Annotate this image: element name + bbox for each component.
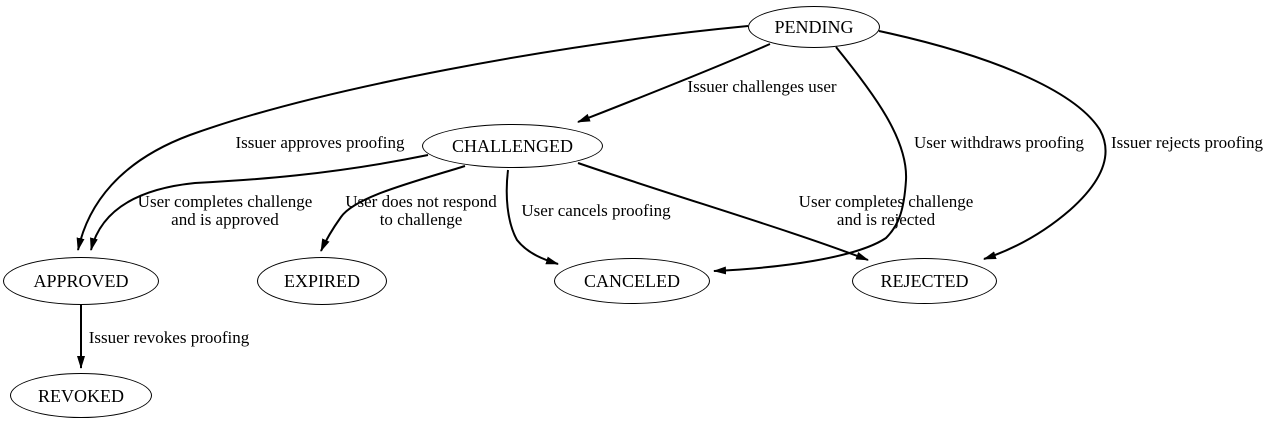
state-label: CANCELED (584, 271, 680, 291)
state-label: REJECTED (880, 271, 969, 291)
edge-label-pending-canceled: User withdraws proofing (914, 133, 1084, 152)
edge-pending-rejected (878, 30, 1107, 260)
state-node-revoked: REVOKED (10, 373, 152, 418)
state-label: CHALLENGED (452, 136, 573, 156)
edge-challenged-approved (90, 154, 429, 251)
edge-label-approved-revoked: Issuer revokes proofing (88, 328, 250, 347)
edge-pending-challenged (577, 43, 771, 123)
edge-pending-approved (76, 25, 749, 251)
state-node-challenged: CHALLENGED (422, 124, 603, 168)
state-label: APPROVED (33, 271, 129, 291)
state-node-pending: PENDING (748, 6, 880, 48)
edge-label-pending-approved: Issuer approves proofing (235, 133, 405, 152)
edge-challenged-expired (320, 165, 466, 252)
edge-label-challenged-rejected: User completes challenge and is rejected (798, 192, 974, 229)
state-node-approved: APPROVED (3, 257, 159, 305)
edge-label-challenged-expired: User does not respond to challenge (345, 192, 497, 229)
edge-label-challenged-approved: User completes challenge and is approved (137, 192, 313, 229)
edge-label-challenged-canceled: User cancels proofing (521, 201, 671, 220)
state-label: REVOKED (38, 385, 124, 406)
state-node-expired: EXPIRED (257, 257, 387, 305)
state-label: PENDING (774, 17, 854, 37)
state-node-canceled: CANCELED (554, 258, 710, 304)
edge-challenged-rejected (577, 162, 869, 261)
edge-label-pending-challenged: Issuer challenges user (687, 77, 837, 96)
state-node-rejected: REJECTED (852, 258, 997, 304)
edge-challenged-canceled (505, 169, 559, 265)
state-label: EXPIRED (284, 271, 360, 291)
edge-label-pending-rejected: Issuer rejects proofing (1110, 133, 1263, 152)
edge-pending-canceled (713, 46, 908, 275)
